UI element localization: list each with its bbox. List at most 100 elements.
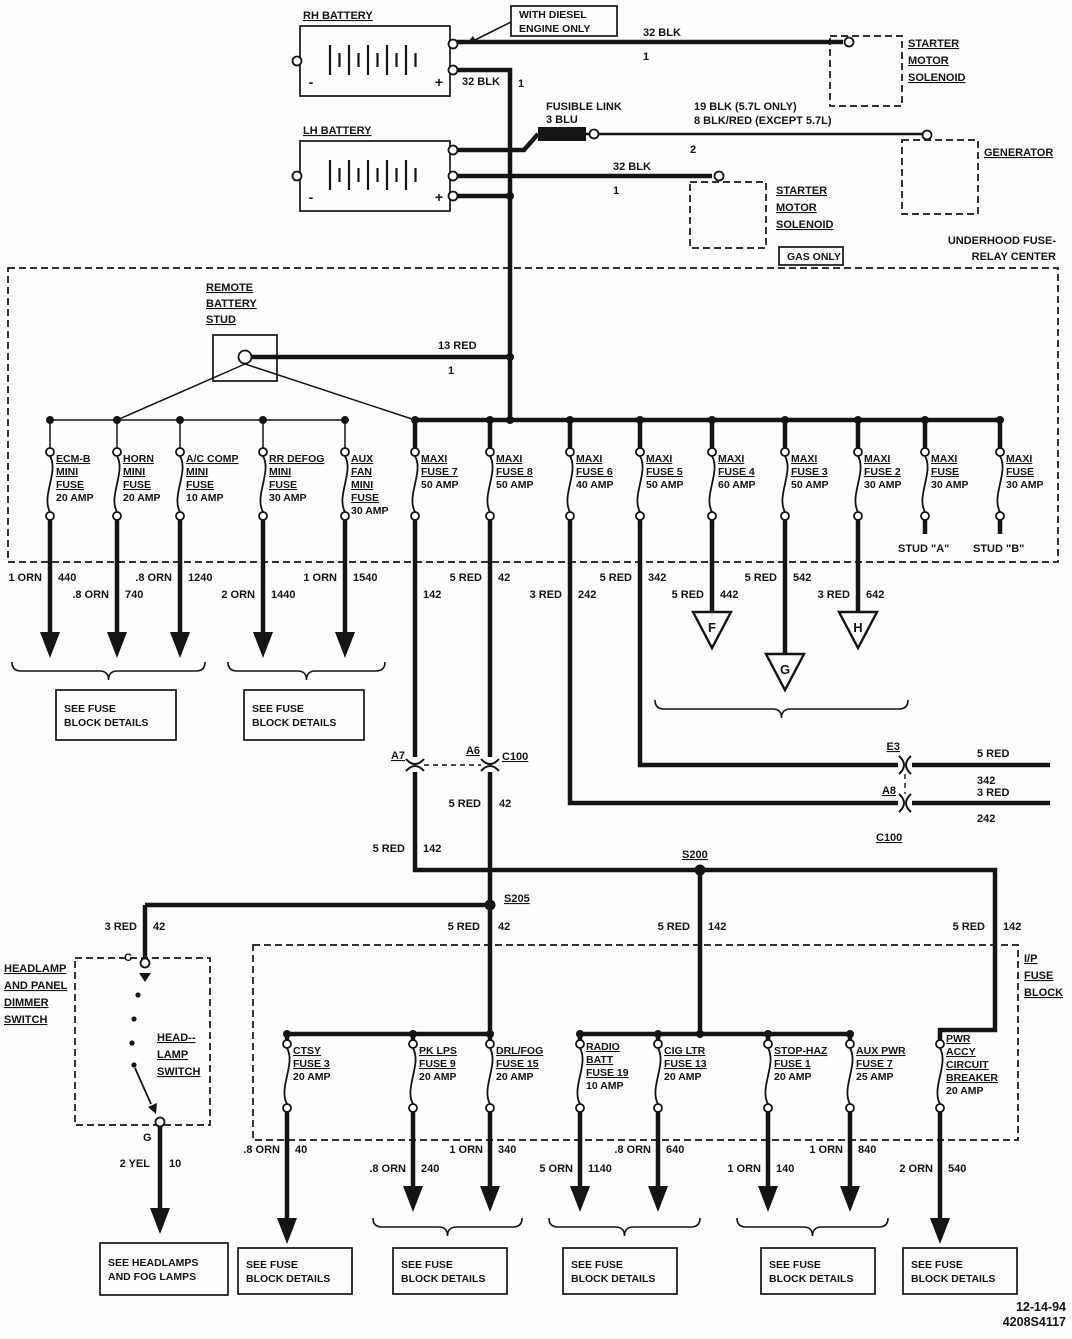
pwr-accy-circuit-breaker-terminal — [935, 1039, 945, 1049]
see-fuse-details-6-label: BLOCK DETAILS — [769, 1273, 853, 1285]
gas-only-note-label: GAS ONLY — [787, 251, 841, 263]
fuse-horn-label: 20 AMP — [123, 492, 161, 504]
connector-c100-label: C100 — [502, 751, 528, 763]
maxi-fuse-6-label: 40 AMP — [576, 479, 614, 491]
fuse-ac-comp-terminal — [175, 511, 185, 521]
maxi-fuse-7-terminal — [410, 511, 420, 521]
with-diesel-note-label: WITH DIESEL — [519, 9, 587, 21]
label: 2 ORN — [221, 589, 255, 601]
label: 5 RED — [953, 921, 985, 933]
connector-a7-label: A7 — [391, 750, 405, 762]
drawing-number: 4208S4117 — [1002, 1315, 1066, 1329]
junction-dot — [654, 1030, 662, 1038]
circuit-242 — [567, 520, 898, 806]
label: .8 ORN — [243, 1144, 280, 1156]
wire-end-arrow — [840, 1186, 860, 1212]
fusible-link — [538, 127, 586, 141]
fuse-aux-pwr-terminal — [845, 1103, 855, 1113]
maxi-fuse-2-element — [854, 455, 862, 513]
fuse-aux-fan-terminal — [340, 447, 350, 457]
terminal — [291, 170, 303, 182]
label: MOTOR — [908, 55, 949, 67]
label: C100 — [876, 832, 902, 844]
fuse-aux-fan-label: MINI — [351, 479, 373, 491]
wire-end-arrow — [570, 1186, 590, 1212]
fuse-aux-fan-element — [341, 455, 349, 513]
lh-battery — [299, 140, 451, 212]
maxi-fuse-stud-b-terminal — [995, 511, 1005, 521]
fuse-ac-comp-element — [176, 455, 184, 513]
see-fuse-details-4-label: SEE FUSE — [401, 1259, 453, 1271]
see-fuse-details-4 — [392, 1247, 508, 1295]
see-fuse-details-3-label: BLOCK DETAILS — [246, 1273, 330, 1285]
splice-s200-label: S200 — [682, 849, 708, 861]
rh-battery-label: RH BATTERY — [303, 10, 373, 22]
label: 1 ORN — [727, 1163, 761, 1175]
label: 442 — [720, 589, 738, 601]
fuse-cig-ltr-label: CIG LTR — [664, 1045, 706, 1057]
fuse-aux-fan-label: FAN — [351, 466, 372, 478]
underhood-center-label: UNDERHOOD FUSE- — [948, 235, 1057, 247]
see-fuse-details-6 — [760, 1247, 876, 1295]
fuse-pk-lps-label: FUSE 9 — [419, 1058, 456, 1070]
fuse-ctsy-terminal — [282, 1039, 292, 1049]
fuse-aux-pwr-label: 25 AMP — [856, 1071, 894, 1083]
maxi-fuse-2-terminal — [853, 447, 863, 457]
label: 440 — [58, 572, 76, 584]
label: 5 RED — [449, 798, 481, 810]
fuse-aux-fan-label: 30 AMP — [351, 505, 389, 517]
label: 5 ORN — [539, 1163, 573, 1175]
maxi-fuse-7-label: FUSE 7 — [421, 466, 458, 478]
wire-end-arrow — [335, 632, 355, 658]
label: 1440 — [271, 589, 295, 601]
gas-only-note — [778, 246, 844, 266]
see-fuse-details-3 — [237, 1247, 353, 1295]
label: 142 — [708, 921, 726, 933]
maxi-fuse-8-label: 50 AMP — [496, 479, 534, 491]
junction-dot — [566, 416, 574, 424]
diesel-starter-label: STARTER — [908, 38, 959, 50]
fuse-ac-comp-label: 10 AMP — [186, 492, 224, 504]
label: 42 — [498, 921, 510, 933]
maxi-fuse-8-label: FUSE 8 — [496, 466, 533, 478]
maxi-fuse-3-element — [781, 455, 789, 513]
maxi-fuse-2-label: FUSE 2 — [864, 466, 901, 478]
grouping-brace — [227, 661, 386, 681]
label: .8 ORN — [135, 572, 172, 584]
terminal — [447, 144, 459, 156]
see-fuse-details-5 — [562, 1247, 678, 1295]
battery-plus: + — [435, 189, 443, 205]
switch-contact-dot — [135, 992, 141, 998]
fuse-ctsy-label: 20 AMP — [293, 1071, 331, 1083]
maxi-fuse-6-terminal — [565, 447, 575, 457]
maxi-fuse-5-element — [636, 455, 644, 513]
ip-fuse-block-label: I/P — [1024, 953, 1037, 965]
label: 242 — [977, 813, 995, 825]
label: 342 — [977, 775, 995, 787]
terminal — [447, 38, 459, 50]
label: 1 — [448, 365, 454, 377]
fuse-drl-fog-terminal — [485, 1039, 495, 1049]
connector-a8 — [898, 793, 905, 813]
label: LAMP — [157, 1049, 188, 1061]
fuse-ecm-b-element — [46, 455, 54, 513]
fuse-ctsy-label: FUSE 3 — [293, 1058, 330, 1070]
switch-contact-dot — [131, 1016, 137, 1022]
headlamp-dimmer-switch-box — [74, 957, 211, 1126]
note-arrow-line — [474, 21, 512, 41]
terminal — [291, 55, 303, 67]
wire-end-arrow — [648, 1186, 668, 1212]
label: 242 — [578, 589, 596, 601]
label: 32 BLK — [462, 76, 500, 88]
maxi-fuse-4-label: 60 AMP — [718, 479, 756, 491]
maxi-fuse-stud-a-label: 30 AMP — [931, 479, 969, 491]
label: 142 — [1003, 921, 1021, 933]
splice-s205 — [484, 899, 496, 911]
label: 1240 — [188, 572, 212, 584]
connector-e3-label: E3 — [887, 741, 900, 753]
wire-end-arrow — [150, 1208, 170, 1234]
fuse-ac-comp-terminal — [175, 447, 185, 457]
fuse-stop-haz-label: FUSE 1 — [774, 1058, 811, 1070]
maxi-fuse-stud-b-label: 30 AMP — [1006, 479, 1044, 491]
